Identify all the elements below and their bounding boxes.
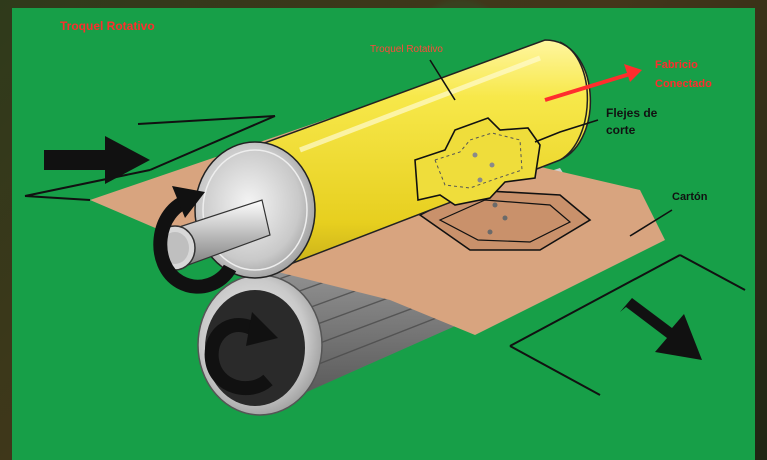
finished-fabric-label-line2: Conectado bbox=[655, 78, 712, 90]
die-label: Troquel Rotativo bbox=[370, 44, 443, 55]
cardboard-label: Cartón bbox=[672, 191, 708, 203]
blades-label-line1: Flejes de bbox=[606, 106, 658, 120]
blades-label-line2: corte bbox=[606, 123, 636, 137]
feed-arrow-icon bbox=[44, 136, 150, 184]
exit-arrow-icon bbox=[620, 298, 702, 360]
finished-fabric-label-line1: Fabricio bbox=[655, 59, 698, 71]
diagram-title: Troquel Rotativo bbox=[60, 19, 155, 33]
